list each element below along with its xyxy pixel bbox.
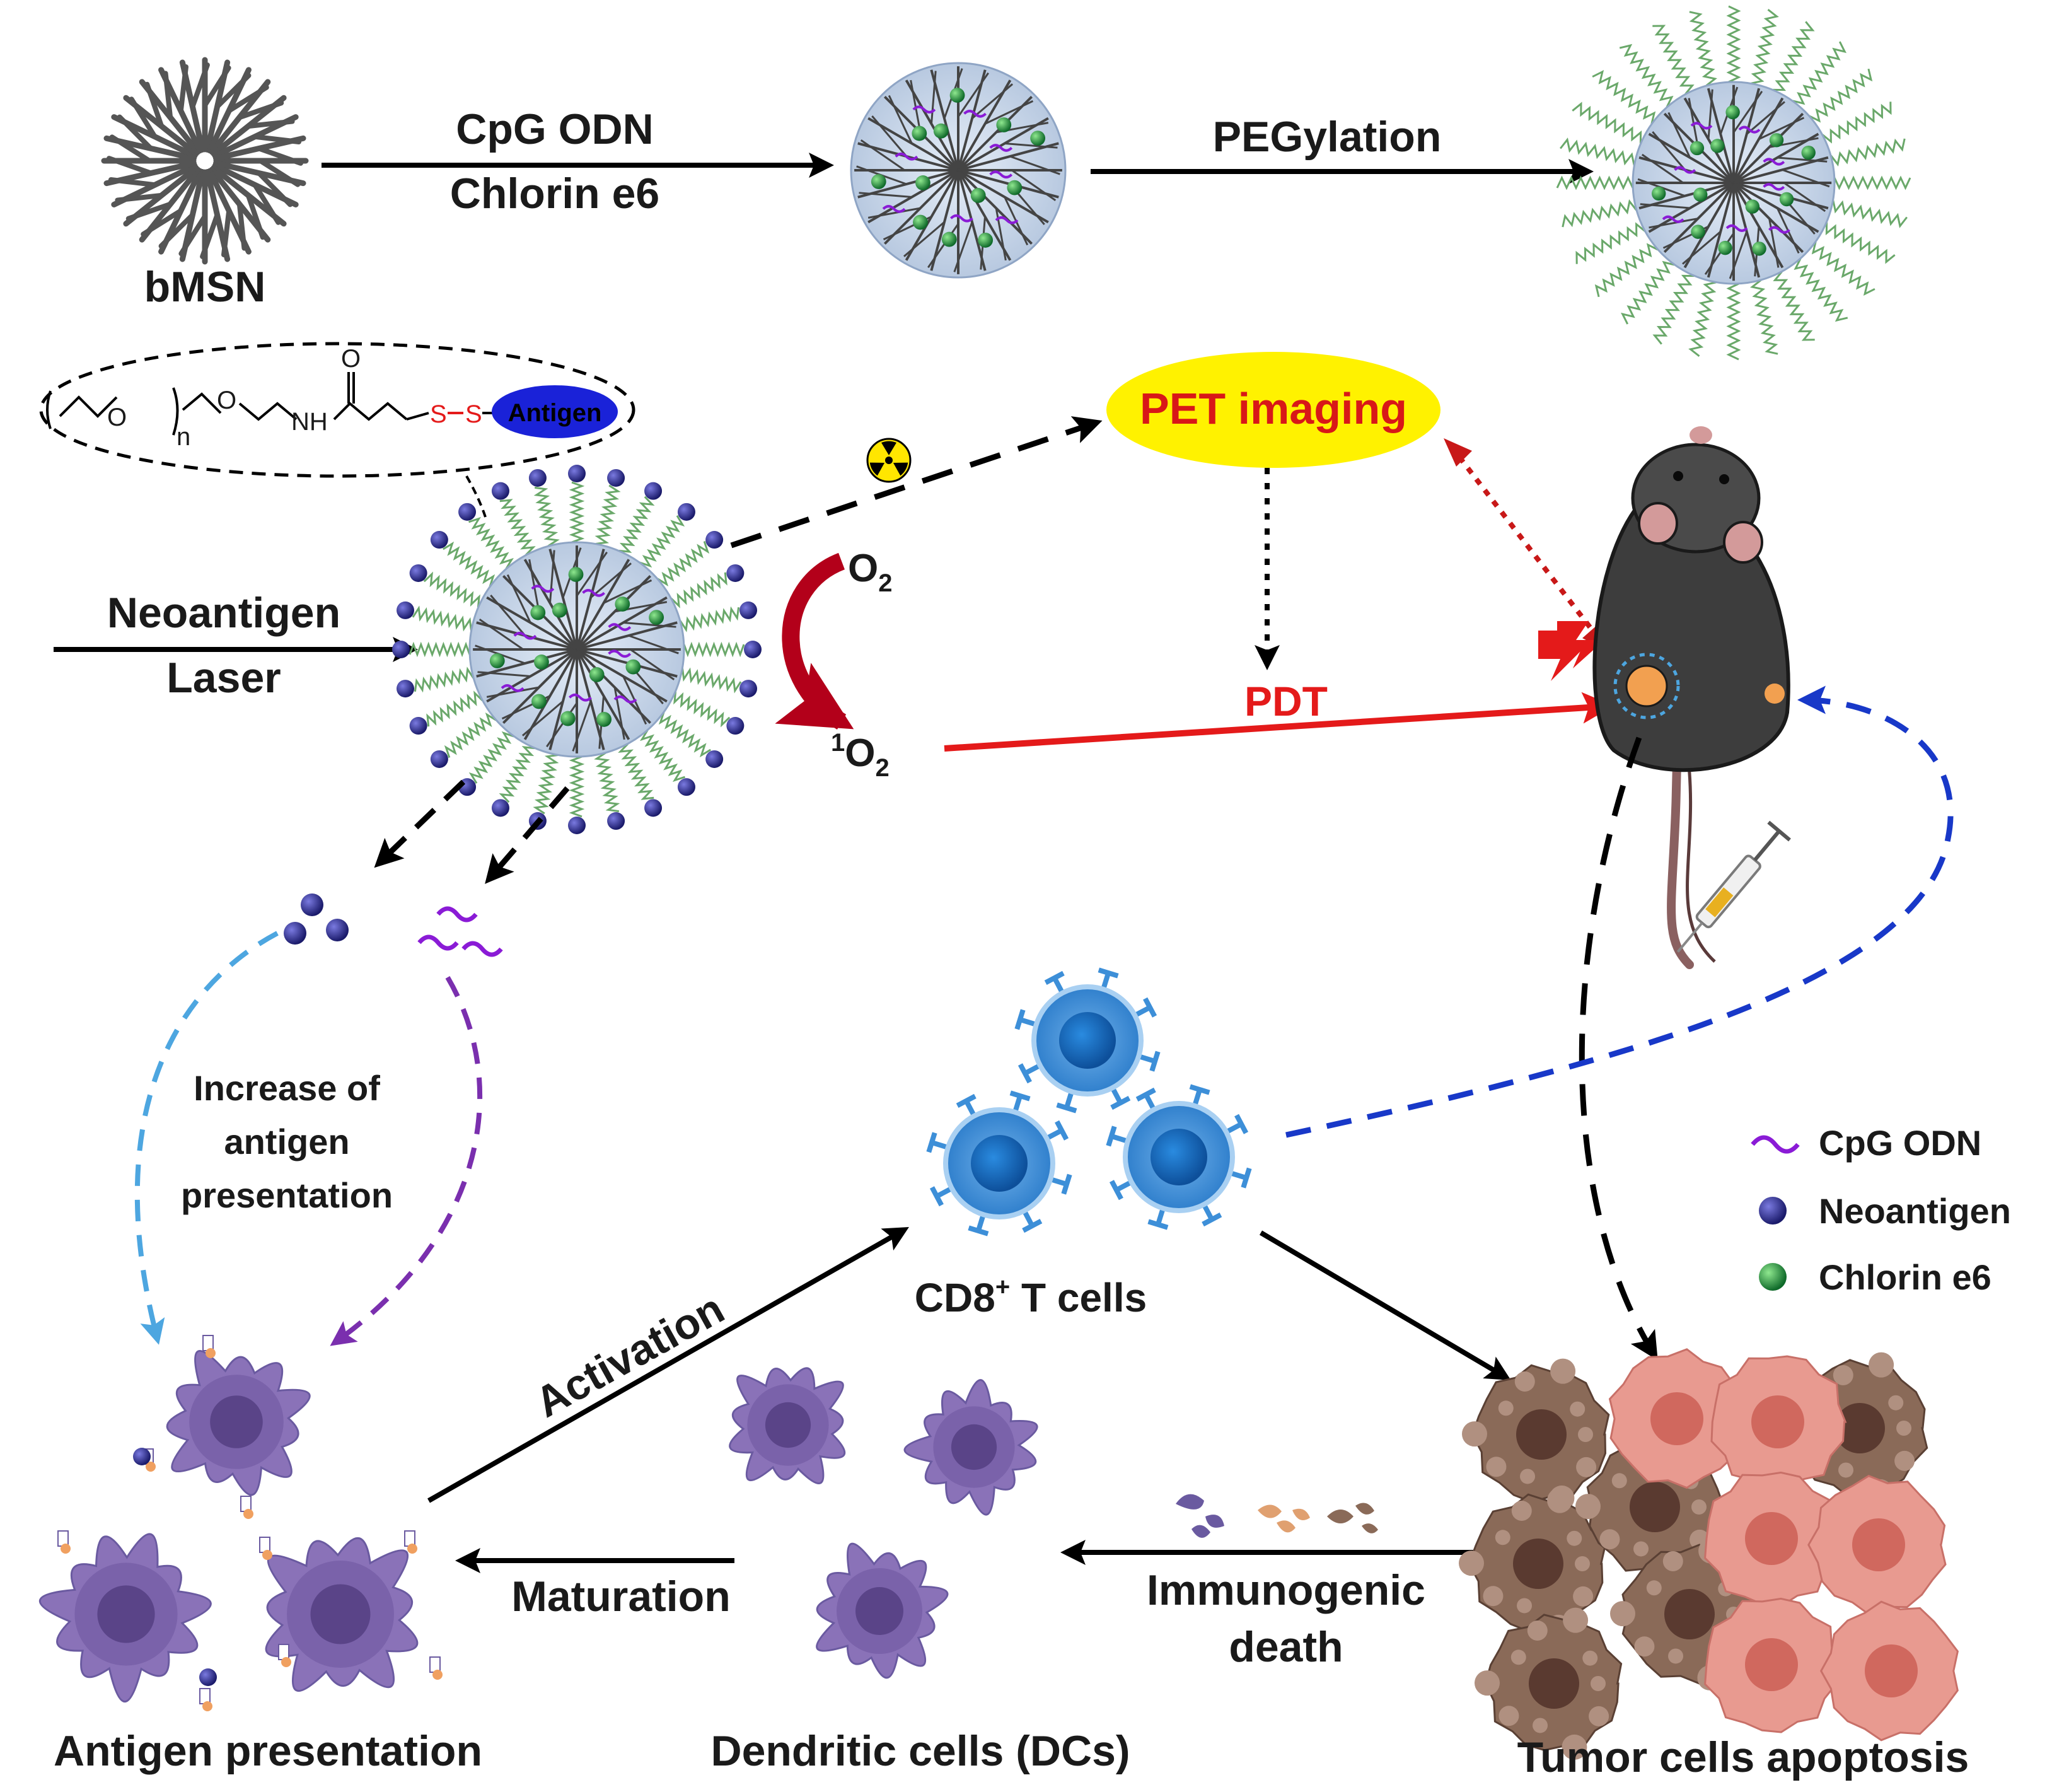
legend-chlorin-icon (1759, 1263, 1787, 1291)
dc-label: Dendritic cells (DCs) (710, 1727, 1130, 1775)
singlet-o2-text: 1O2 (831, 729, 890, 782)
dendritic-cells-group (729, 1367, 1038, 1679)
antigen-presenting-cells (38, 1335, 443, 1711)
loading-line1: Neoantigen (107, 589, 340, 637)
loaded-nanoparticle (850, 62, 1067, 279)
arrow-to-pet (730, 416, 1103, 549)
bmsn-particle (101, 57, 309, 265)
released-neoantigen (284, 893, 349, 945)
mouse-illustration (1592, 426, 1790, 969)
bmsn-label: bMSN (144, 263, 266, 311)
laser-icon (1538, 621, 1604, 681)
arrow-antigen-to-apc (134, 931, 279, 1345)
chem-o2: O (217, 387, 236, 414)
conjugate-structure: O n O NH O S S Antigen (39, 342, 635, 518)
chem-nh: NH (291, 408, 328, 436)
arrow-cpg-to-apc (330, 975, 483, 1346)
arrow-release-cpg (485, 786, 570, 884)
cd8-label: CD8+ T cells (915, 1273, 1147, 1320)
o2-text: O2 (848, 547, 892, 597)
pegylated-nanoparticle (1556, 5, 1911, 361)
neoantigen-nanovaccine (392, 465, 762, 834)
legend-cpg-label: CpG ODN (1819, 1123, 1981, 1163)
pdt-label: PDT (1244, 678, 1328, 724)
arrow-activation (427, 1227, 909, 1503)
activation-label: Activation (528, 1284, 732, 1427)
pet-label: PET imaging (1140, 384, 1407, 433)
arrow-mouse-to-tumor (1579, 736, 1658, 1361)
arrow-tcell-to-tumor (1259, 1230, 1511, 1381)
legend-neoantigen-icon (1759, 1197, 1787, 1225)
increase-line3: presentation (181, 1175, 393, 1215)
maturation-label: Maturation (511, 1573, 731, 1620)
chem-carbonyl-o: O (341, 345, 361, 373)
increase-line1: Increase of (194, 1068, 380, 1108)
antigen-presentation-label: Antigen presentation (54, 1727, 482, 1775)
step2-label: PEGylation (1213, 113, 1442, 161)
icd-line1: Immunogenic (1147, 1566, 1425, 1614)
tumor-debris (1176, 1494, 1378, 1538)
legend-cpg-icon (1751, 1135, 1800, 1154)
chem-s2: S (465, 400, 482, 428)
antigen-text: Antigen (508, 399, 602, 427)
pet-ellipse (1106, 352, 1440, 468)
tumor-label: Tumor cells apoptosis (1517, 1733, 1969, 1781)
chem-o1: O (107, 404, 127, 431)
legend: CpG ODN Neoantigen Chlorin e6 (1751, 1123, 2011, 1297)
chem-n: n (177, 423, 190, 451)
structure-bubble (39, 342, 635, 478)
legend-chlorin-label: Chlorin e6 (1819, 1257, 1991, 1297)
released-cpg (417, 906, 503, 957)
icd-line2: death (1229, 1623, 1343, 1671)
legend-neoantigen-label: Neoantigen (1819, 1191, 2011, 1231)
step1-line1: CpG ODN (456, 105, 654, 153)
arrow-release-antigen (374, 779, 466, 868)
radiation-icon (866, 438, 912, 483)
cd8-t-cells (926, 967, 1252, 1236)
antigen-ellipse (492, 385, 618, 438)
increase-line2: antigen (224, 1122, 349, 1161)
syringe-icon (1676, 820, 1791, 953)
arrow-pdt (944, 692, 1614, 752)
loading-line2: Laser (166, 654, 281, 702)
arrow-tcell-to-mouse (1285, 685, 1954, 1138)
step1-line2: Chlorin e6 (450, 170, 660, 218)
tumor-cells (1459, 1348, 1959, 1760)
chem-s1: S (430, 400, 447, 428)
o2-conversion-arrow (775, 552, 854, 730)
arrow-pet-mouse (1457, 455, 1597, 636)
